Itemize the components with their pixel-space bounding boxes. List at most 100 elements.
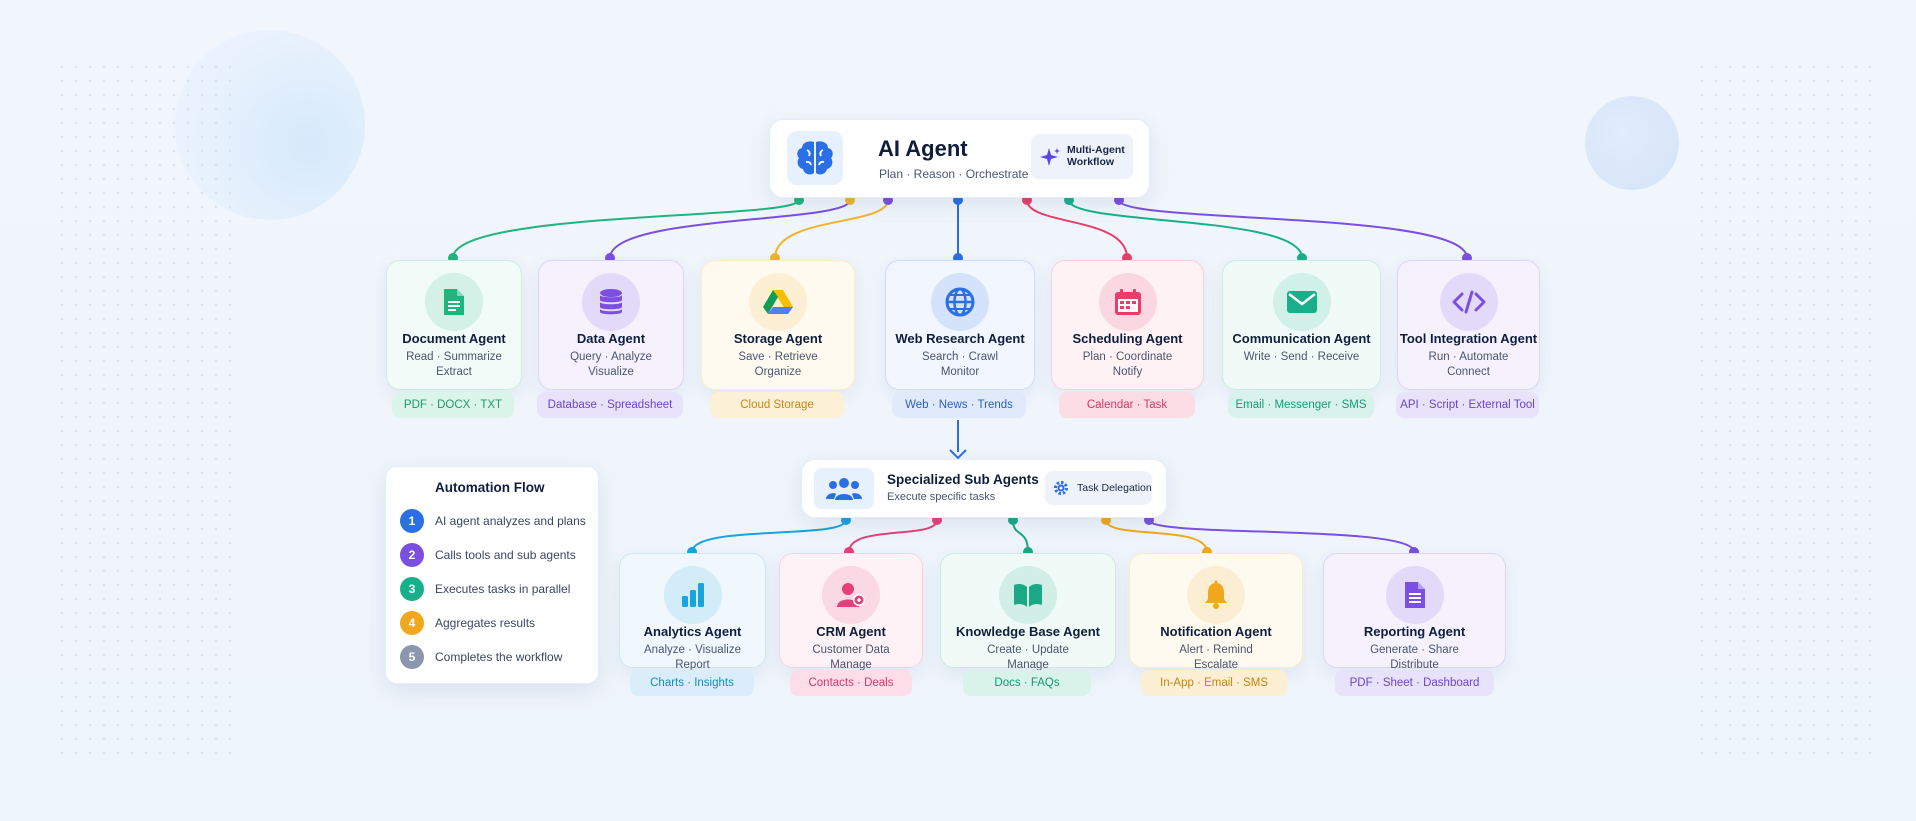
flow-step-text: Executes tasks in parallel: [435, 582, 571, 596]
flow-step-text: AI agent analyzes and plans: [435, 514, 586, 528]
bell-icon: [1202, 580, 1230, 610]
connector-dot: [1101, 515, 1111, 525]
connector-dot: [1064, 195, 1074, 205]
agent-tag: Calendar · Task: [1059, 392, 1195, 418]
flow-step: 5 Completes the workflow: [400, 645, 562, 669]
agent-title: Communication Agent: [1232, 331, 1371, 346]
sub-agent-title: Analytics Agent: [643, 624, 742, 639]
calendar-icon: [1113, 287, 1143, 317]
task-delegation-badge[interactable]: Task Delegation: [1045, 471, 1152, 505]
flow-step-number: 3: [400, 577, 424, 601]
book-icon-badge: [999, 566, 1057, 624]
agent-title: Storage Agent: [733, 331, 823, 346]
database-icon-badge: [582, 273, 640, 331]
sparkle-icon: [1040, 148, 1060, 166]
connector-dot: [1023, 547, 1033, 557]
globe-icon-badge: [931, 273, 989, 331]
multi-agent-badge[interactable]: Multi-Agent Workflow: [1031, 134, 1133, 179]
flow-step-number: 5: [400, 645, 424, 669]
connector-dot: [1022, 195, 1032, 205]
connector-dot: [687, 547, 697, 557]
agent-tag: Database · Spreadsheet: [537, 392, 683, 418]
connector-dot: [1114, 195, 1124, 205]
report-icon-badge: [1385, 566, 1444, 624]
globe-icon: [944, 286, 976, 318]
decor-circle-right: [1585, 96, 1679, 190]
database-icon: [597, 287, 625, 317]
calendar-icon-badge: [1098, 273, 1157, 331]
brain-icon: [797, 141, 833, 175]
flow-step: 4 Aggregates results: [400, 611, 535, 635]
flow-step: 3 Executes tasks in parallel: [400, 577, 570, 601]
sub-agent-tag: Charts · Insights: [630, 670, 754, 696]
agent-tag: PDF · DOCX · TXT: [392, 392, 514, 418]
sub-agent-title: Reporting Agent: [1363, 624, 1466, 639]
connector-dot: [845, 195, 855, 205]
agent-card[interactable]: Communication Agent Write · Send · Recei…: [1222, 260, 1381, 390]
bell-icon-badge: [1187, 566, 1245, 624]
flow-step-text: Completes the workflow: [435, 650, 563, 664]
sub-agent-tag: Docs · FAQs: [963, 670, 1091, 696]
ai-agent-hub[interactable]: AI Agent Plan · Reason · Orchestrate Mul…: [769, 119, 1150, 198]
sub-agent-title: CRM Agent: [816, 624, 886, 639]
agent-tag: Email · Messenger · SMS: [1228, 392, 1374, 418]
connector-dot: [932, 515, 942, 525]
agent-tag: API · Script · External Tool: [1396, 392, 1539, 418]
connector-dot: [1008, 515, 1018, 525]
connector-dot: [448, 253, 458, 263]
connector-dot: [841, 515, 851, 525]
hub-subtitle: Plan · Reason · Orchestrate: [879, 167, 1029, 181]
agent-title: Web Research Agent: [895, 331, 1025, 346]
flow-step-number: 4: [400, 611, 424, 635]
connector-dot: [770, 253, 780, 263]
connector-dot: [883, 195, 893, 205]
flow-step-text: Aggregates results: [435, 616, 536, 630]
multi-agent-badge-label: Multi-Agent Workflow: [1067, 144, 1125, 168]
connector-dot: [1462, 253, 1472, 263]
connector-dot: [1297, 253, 1307, 263]
flow-step-text: Calls tools and sub agents: [435, 548, 576, 562]
bar-chart-icon: [679, 581, 707, 609]
task-delegation-label: Task Delegation: [1077, 482, 1152, 494]
sub-agents-hub[interactable]: Specialized Sub Agents Execute specific …: [801, 459, 1167, 518]
drive-icon: [762, 288, 794, 316]
flow-step-number: 1: [400, 509, 424, 533]
sub-agent-title: Notification Agent: [1160, 624, 1272, 639]
agent-title: Document Agent: [402, 331, 506, 346]
code-icon: [1452, 290, 1486, 314]
agent-tag: Web · News · Trends: [892, 392, 1026, 418]
agent-title: Data Agent: [576, 331, 646, 346]
drive-icon-badge: [749, 273, 807, 331]
gear-icon: [1054, 481, 1068, 495]
connector-dot: [953, 195, 963, 205]
bar-chart-icon-badge: [663, 566, 722, 624]
mail-icon: [1286, 290, 1318, 314]
book-icon: [1012, 582, 1044, 608]
agent-title: Scheduling Agent: [1072, 331, 1183, 346]
hub-title: AI Agent: [878, 136, 968, 161]
flow-step: 1 AI agent analyzes and plans: [400, 509, 586, 533]
